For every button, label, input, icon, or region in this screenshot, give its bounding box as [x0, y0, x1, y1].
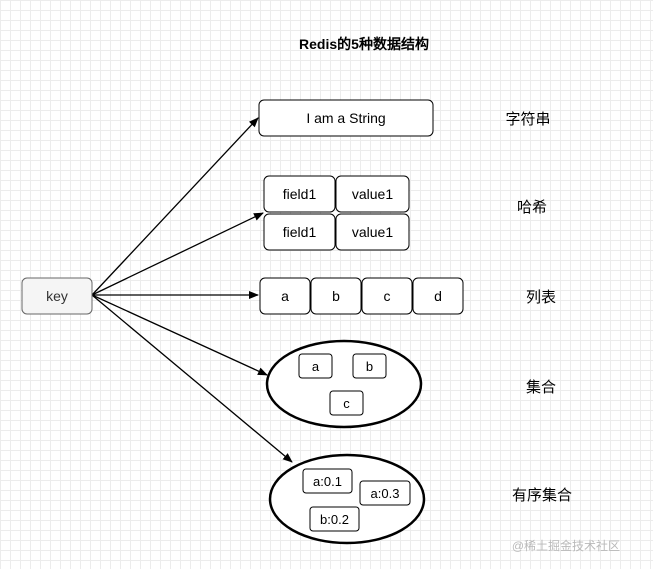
hash-field-text: field1	[283, 224, 317, 240]
list-cell	[259, 277, 311, 315]
zset-item-box	[302, 468, 353, 494]
key-label: key	[46, 288, 68, 304]
list-cell	[412, 277, 464, 315]
hash-value-cell	[335, 213, 410, 251]
set-item-text: c	[343, 396, 350, 411]
list-item-text: b	[332, 288, 340, 304]
key-node: key	[21, 277, 93, 315]
list-item-text: a	[281, 288, 289, 304]
list-type-label: 列表	[526, 289, 556, 306]
zset-item-text: a:0.1	[313, 474, 342, 489]
zset-item-box	[309, 506, 360, 532]
arrow-group	[91, 117, 293, 463]
arrow-to-hash	[91, 212, 264, 296]
hash-field-text: field1	[283, 186, 317, 202]
list-cell	[361, 277, 413, 315]
hash-value-text: value1	[352, 186, 393, 202]
hash-value-text: value1	[352, 224, 393, 240]
arrow-to-string	[91, 117, 259, 296]
list-structure: a b c d	[259, 277, 464, 315]
zset-item-text: a:0.3	[371, 486, 400, 501]
set-item-text: b	[366, 359, 373, 374]
hash-value-cell	[335, 175, 410, 213]
set-item-text: a	[312, 359, 320, 374]
set-item-box	[352, 353, 387, 379]
string-box	[258, 99, 434, 137]
zset-item-text: b:0.2	[320, 512, 349, 527]
hash-type-label: 哈希	[517, 199, 547, 216]
list-item-text: c	[384, 288, 391, 304]
key-box	[21, 277, 93, 315]
arrow-to-set	[91, 294, 268, 376]
string-structure: I am a String	[258, 99, 434, 137]
zset-item-box	[359, 480, 411, 506]
zset-type-label: 有序集合	[512, 487, 572, 504]
hash-structure: field1 value1 field1 value1	[263, 175, 410, 251]
set-structure: a b c	[265, 339, 423, 429]
diagram-title: Redis的5种数据结构	[299, 36, 429, 52]
arrow-to-zset	[91, 294, 293, 463]
string-type-label: 字符串	[505, 111, 550, 128]
set-item-box	[298, 353, 333, 379]
set-type-label: 集合	[526, 379, 556, 396]
watermark-text: @稀土掘金技术社区	[512, 538, 620, 553]
set-item-box	[329, 390, 364, 416]
zset-structure: a:0.1 a:0.3 b:0.2	[268, 453, 426, 545]
string-value: I am a String	[306, 110, 385, 126]
hash-field-cell	[263, 175, 336, 213]
hash-field-cell	[263, 213, 336, 251]
list-cell	[310, 277, 362, 315]
list-item-text: d	[434, 288, 442, 304]
